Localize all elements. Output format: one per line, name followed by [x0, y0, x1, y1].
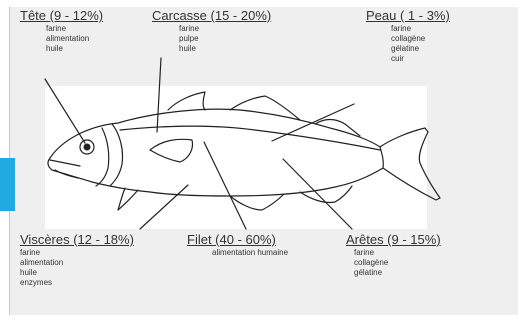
- lateral-line: [120, 126, 380, 150]
- label-tete: Tête (9 - 12%) farine alimentation huile: [20, 9, 103, 54]
- label-visceres-title: Viscères (12 - 18%): [20, 233, 134, 247]
- label-peau-item: cuir: [391, 54, 450, 64]
- dorsal-fin-2: [230, 96, 300, 120]
- label-filet-item: alimentation humaine: [212, 248, 288, 258]
- label-peau: Peau ( 1 - 3%) farine collagène gélatine…: [366, 9, 450, 64]
- label-visceres: Viscères (12 - 18%) farine alimentation …: [20, 233, 134, 288]
- mouth: [50, 160, 80, 166]
- label-aretes-title: Arêtes (9 - 15%): [346, 233, 441, 247]
- label-carcasse-title: Carcasse (15 - 20%): [152, 9, 271, 23]
- leader-filet: [204, 142, 246, 229]
- leader-carcasse: [157, 58, 161, 132]
- label-peau-item: farine: [391, 24, 450, 34]
- label-peau-item: gélatine: [391, 44, 450, 54]
- gill-line: [110, 124, 123, 186]
- pelvic-fin: [118, 188, 138, 210]
- label-tete-item: huile: [46, 44, 103, 54]
- label-filet-title: Filet (40 - 60%): [187, 233, 288, 247]
- label-aretes-item: farine: [354, 248, 441, 258]
- label-peau-item: collagène: [391, 34, 450, 44]
- label-tete-item: alimentation: [46, 34, 103, 44]
- label-aretes: Arêtes (9 - 15%) farine collagène gélati…: [346, 233, 441, 278]
- operculum: [96, 128, 109, 186]
- tail-joint: [380, 147, 383, 168]
- label-visceres-item: farine: [20, 248, 134, 258]
- fish-eye-pupil: [84, 144, 91, 151]
- dorsal-fin-1: [168, 92, 205, 110]
- label-filet: Filet (40 - 60%) alimentation humaine: [187, 233, 288, 258]
- label-visceres-item: huile: [20, 268, 134, 278]
- fish-body-outline: [48, 109, 440, 200]
- label-aretes-item: collagène: [354, 258, 441, 268]
- label-visceres-item: alimentation: [20, 258, 134, 268]
- label-carcasse-item: huile: [179, 44, 271, 54]
- label-aretes-item: gélatine: [354, 268, 441, 278]
- pectoral-fin: [150, 139, 193, 162]
- label-peau-title: Peau ( 1 - 3%): [366, 9, 450, 23]
- leader-tete: [45, 79, 85, 143]
- label-visceres-item: enzymes: [20, 278, 134, 288]
- label-tete-title: Tête (9 - 12%): [20, 9, 103, 23]
- dorsal-fin-3: [315, 120, 360, 137]
- label-carcasse: Carcasse (15 - 20%) farine pulpe huile: [152, 9, 271, 54]
- label-carcasse-item: farine: [179, 24, 271, 34]
- label-tete-item: farine: [46, 24, 103, 34]
- label-carcasse-item: pulpe: [179, 34, 271, 44]
